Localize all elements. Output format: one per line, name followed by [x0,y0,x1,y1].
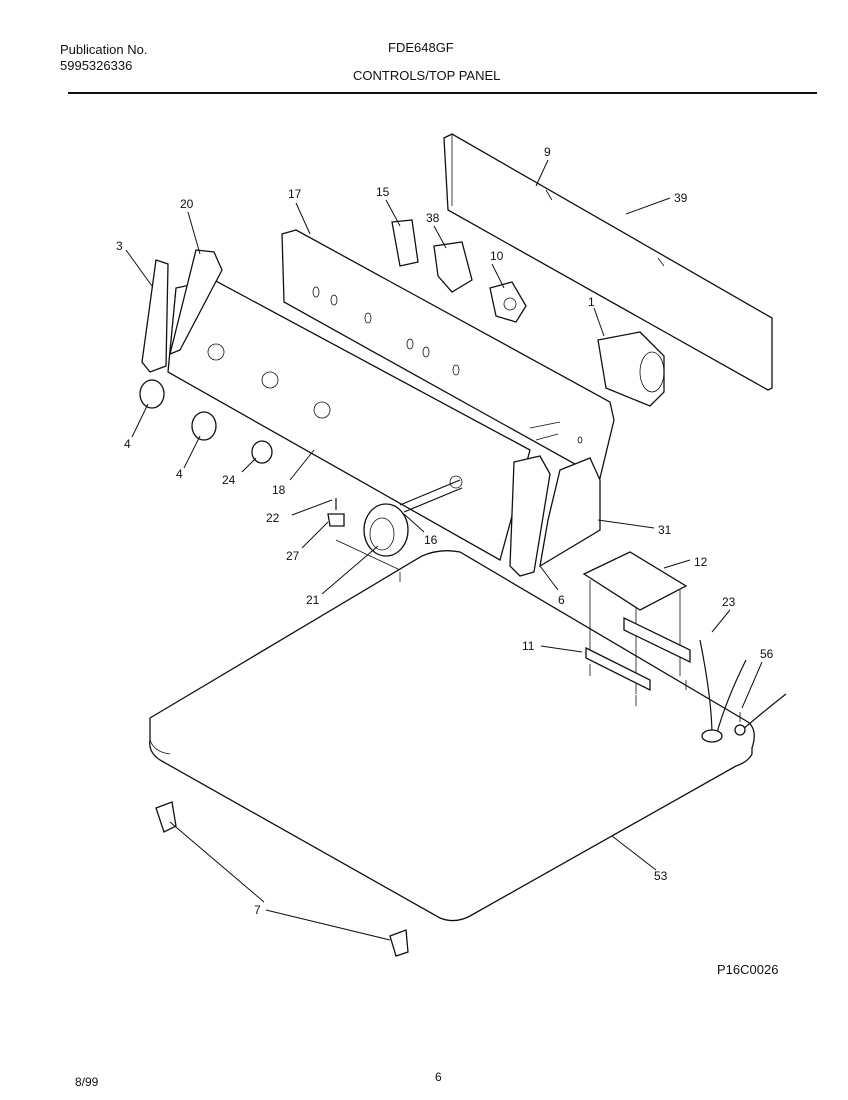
top-panel-part-53 [149,550,755,922]
figure-code: P16C0026 [717,962,779,977]
switch-part-10 [489,281,527,323]
section-title: CONTROLS/TOP PANEL [353,68,501,83]
callout-53: 53 [654,869,668,883]
callout-16: 16 [424,533,438,547]
bracket-part-20 [169,249,223,356]
callout-7: 7 [254,903,261,917]
end-cap-part-3 [141,259,169,373]
callout-1: 1 [588,295,595,309]
foot-part-7-lower [389,929,409,957]
control-panel-back-part-17 [281,229,615,479]
knob-part-4-lower [191,411,217,441]
timer-part-1 [597,331,665,407]
publication-number: 5995326336 [60,58,133,73]
callout-11: 11 [522,639,535,653]
callout-31: 31 [658,523,672,537]
callout-39: 39 [674,191,688,205]
callout-10: 10 [490,249,504,263]
leader-lines [125,159,763,941]
callout-24: 24 [222,473,236,487]
control-board-part-12 [582,551,688,694]
callout-15: 15 [376,185,390,199]
wire-clamp-part-56 [734,693,787,736]
callout-27: 27 [286,549,300,563]
knob-part-4-upper [139,379,165,409]
foot-part-7-upper [155,801,177,833]
end-cap-part-6 [509,455,551,577]
bracket-part-31 [539,457,601,568]
revision-date: 8/99 [75,1075,99,1089]
knob-part-24 [251,440,273,464]
callout-22: 22 [266,511,280,525]
header-rule [68,92,817,94]
knob-part-21 [363,503,409,557]
wire-harness-part-23 [699,639,747,743]
callout-21: 21 [306,593,320,607]
callout-4-upper: 4 [124,437,131,451]
callout-56: 56 [760,647,774,661]
callout-labels: 9 39 17 15 38 10 20 3 1 4 4 24 18 22 27 … [116,145,774,917]
publication-label: Publication No. [60,42,148,57]
callout-17: 17 [288,187,302,201]
bracket-part-11 [585,616,691,692]
switch-part-38 [433,241,473,293]
callout-6: 6 [558,593,565,607]
callout-4-lower: 4 [176,467,183,481]
callout-3: 3 [116,239,123,253]
model-number: FDE648GF [388,40,454,55]
callout-9: 9 [544,145,551,159]
rear-panel-part-9 [443,133,773,391]
callout-23: 23 [722,595,736,609]
callout-38: 38 [426,211,440,225]
callout-20: 20 [180,197,194,211]
callout-18: 18 [272,483,286,497]
callout-12: 12 [694,555,708,569]
switch-part-15 [391,219,419,267]
page-number: 6 [435,1070,442,1084]
